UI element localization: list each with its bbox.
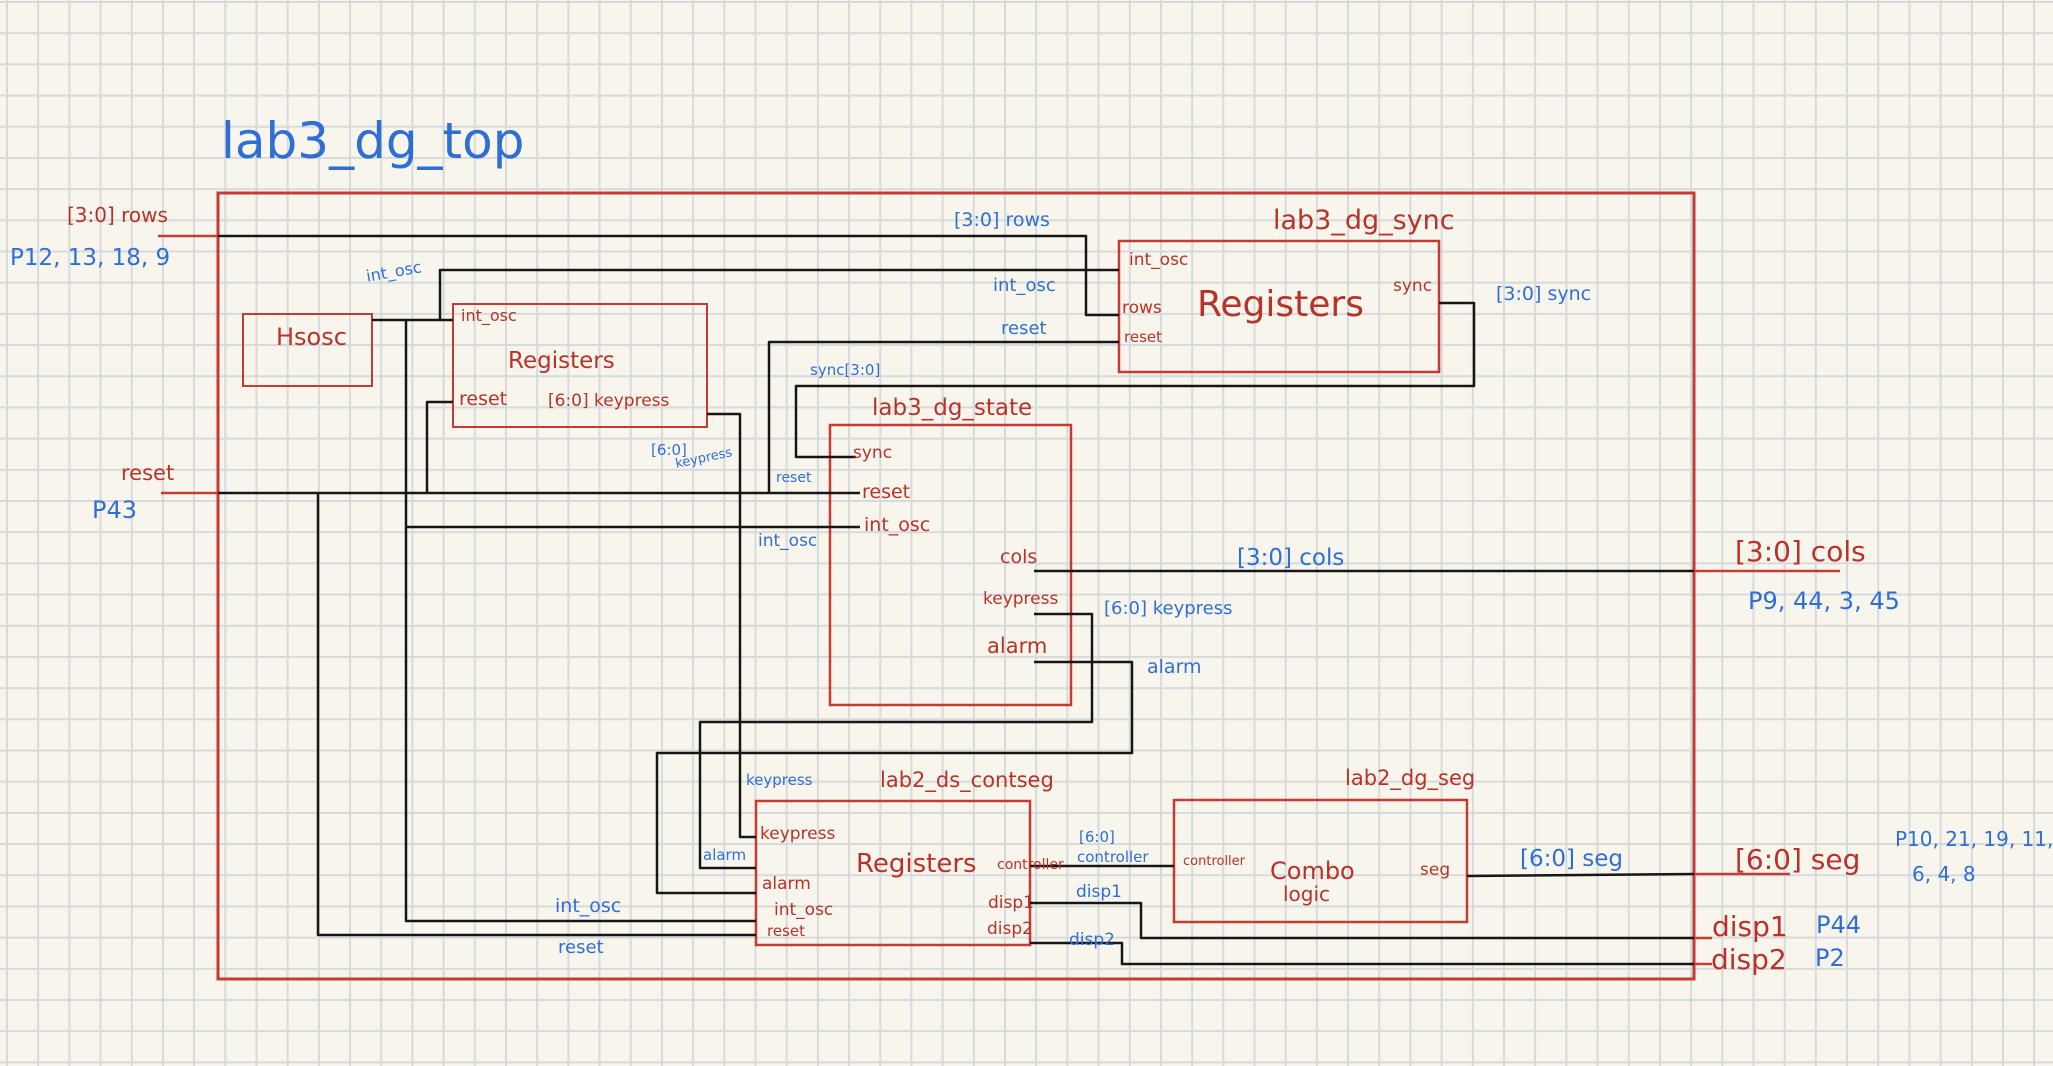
contseg-block-name: lab2_ds_contseg — [880, 768, 1054, 792]
top-port-rows: [3:0] rows — [67, 203, 168, 227]
state-port-int-osc: int_osc — [864, 514, 931, 536]
sync-block — [1117, 239, 1441, 374]
top-module-boundary — [216, 191, 1696, 981]
wire-int-osc-trunk — [404, 320, 756, 923]
contseg-port-disp2: disp2 — [987, 919, 1033, 939]
external-port-stubs — [158, 234, 1840, 966]
wire-disp1 — [1030, 901, 1694, 940]
pin-reset: P43 — [92, 496, 138, 524]
top-port-seg: [6:0] seg — [1735, 843, 1861, 876]
state-port-sync: sync — [853, 443, 893, 463]
top-port-disp1: disp1 — [1712, 910, 1788, 943]
pin-seg-line1: P10, 21, 19, 11, — [1895, 827, 2053, 851]
top-port-reset: reset — [121, 461, 175, 485]
wire-label-int-osc-contseg: int_osc — [555, 895, 622, 917]
wire-label-keypress-out: [6:0] keypress — [1104, 598, 1233, 619]
seg-block-name: lab2_dg_seg — [1345, 766, 1476, 790]
wire-keypress-state — [698, 612, 1094, 870]
wire-label-keypress-contseg: keypress — [746, 771, 813, 789]
wire-rows — [218, 234, 1119, 317]
sync-port-sync: sync — [1393, 276, 1433, 296]
contseg-port-int-osc: int_osc — [774, 900, 834, 920]
wire-label-int-osc-top: int_osc — [364, 257, 423, 286]
seg-port-controller: controller — [1183, 854, 1246, 869]
state-block-name: lab3_dg_state — [872, 395, 1033, 421]
top-port-disp2: disp2 — [1711, 943, 1787, 976]
wire-label-sync-in: sync[3:0] — [810, 361, 881, 379]
wire-label-disp1: disp1 — [1076, 882, 1122, 902]
module-title: lab3_dg_top — [221, 112, 525, 170]
state-block — [828, 423, 1073, 707]
contseg-port-disp1: disp1 — [988, 893, 1034, 913]
sync-block-name: lab3_dg_sync — [1273, 205, 1455, 236]
wire-reset-reg — [425, 400, 453, 493]
seg-block-body-line2: logic — [1283, 882, 1331, 906]
wire-label-sync-out: [3:0] sync — [1496, 283, 1592, 305]
wire-keypress-reg — [707, 412, 756, 839]
sync-port-reset: reset — [1124, 328, 1162, 346]
sync-port-rows: rows — [1122, 298, 1162, 318]
wire-label-controller-line1: [6:0] — [1079, 828, 1115, 846]
wire-label-alarm-out: alarm — [1147, 656, 1202, 678]
wire-alarm — [655, 660, 1134, 895]
contseg-block-body: Registers — [856, 849, 977, 879]
pin-seg-line2: 6, 4, 8 — [1912, 862, 1976, 886]
pin-rows: P12, 13, 18, 9 — [10, 245, 171, 271]
hsosc-label: Hsosc — [276, 323, 347, 351]
wire-seg — [1466, 872, 1695, 878]
keypress-register-port-int-osc: int_osc — [461, 306, 517, 325]
wire-label-disp2: disp2 — [1069, 930, 1115, 950]
wire-label-alarm-contseg: alarm — [703, 846, 747, 864]
wire-sync — [794, 301, 1476, 459]
top-port-cols: [3:0] cols — [1735, 535, 1866, 568]
state-port-cols: cols — [1000, 546, 1038, 568]
pin-disp1: P44 — [1816, 911, 1862, 939]
keypress-register-body: Registers — [508, 348, 615, 374]
wire-label-reset-state: reset — [776, 470, 812, 486]
wire-disp2 — [1030, 941, 1694, 966]
pin-disp2: P2 — [1815, 944, 1845, 972]
wire-label-int-osc-sync: int_osc — [993, 275, 1056, 296]
hsosc-block — [242, 313, 373, 387]
sync-block-body: Registers — [1197, 284, 1364, 325]
contseg-port-reset: reset — [767, 922, 805, 940]
wire-label-reset-sync: reset — [1001, 318, 1047, 339]
wire-label-cols: [3:0] cols — [1237, 545, 1345, 571]
wire-reset-sync — [767, 340, 1119, 493]
wire-label-keypress-bus-line1: [6:0] — [651, 441, 687, 459]
seg-port-seg: seg — [1420, 860, 1451, 880]
keypress-register-port-reset: reset — [459, 388, 508, 410]
wire-label-int-osc-state: int_osc — [758, 531, 818, 551]
contseg-port-controller: controller — [997, 857, 1064, 873]
wire-label-controller-line2: controller — [1077, 848, 1149, 866]
seg-block — [1172, 798, 1469, 924]
state-port-alarm: alarm — [987, 634, 1048, 658]
wires — [218, 234, 1695, 966]
contseg-port-keypress: keypress — [760, 824, 836, 844]
wire-label-seg: [6:0] seg — [1520, 846, 1624, 872]
keypress-register-port-keypress: [6:0] keypress — [548, 391, 670, 411]
pin-cols: P9, 44, 3, 45 — [1748, 587, 1900, 615]
contseg-port-alarm: alarm — [762, 874, 811, 894]
state-port-reset: reset — [862, 481, 911, 503]
wire-label-reset-contseg: reset — [558, 937, 604, 958]
contseg-block — [754, 799, 1032, 947]
wire-label-rows: [3:0] rows — [954, 209, 1050, 231]
keypress-register-block — [452, 303, 708, 428]
state-port-keypress: keypress — [983, 589, 1059, 609]
wire-reset-trunk — [316, 493, 756, 937]
seg-block-body-line1: Combo — [1270, 857, 1355, 885]
sync-port-int-osc: int_osc — [1129, 250, 1189, 270]
